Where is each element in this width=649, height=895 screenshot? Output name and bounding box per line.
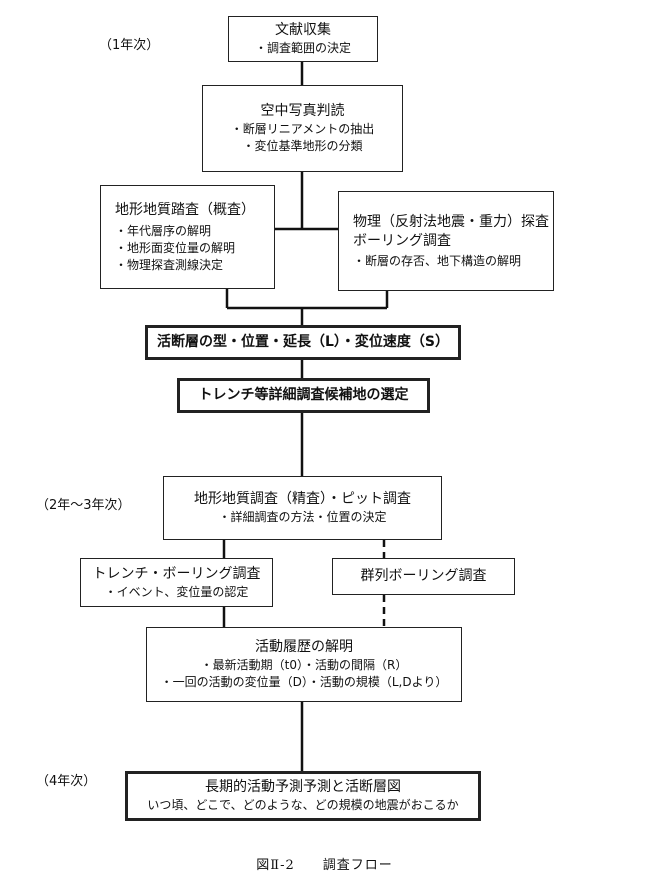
box-group-boring-title: 群列ボーリング調査 xyxy=(360,568,487,584)
box-trench-boring-title: トレンチ・ボーリング調査 xyxy=(92,565,261,582)
box-aerial-title: 空中写真判読 xyxy=(260,103,345,119)
box-aerial-line-2: ・変位基準地形の分類 xyxy=(242,139,363,153)
year-label-1: （1年次） xyxy=(99,38,160,53)
box-geo-survey-line-3: ・物理探査測線決定 xyxy=(115,257,224,272)
box-geo-survey-title: 地形地質踏査（概査） xyxy=(115,201,255,218)
box-long-term-prediction: 長期的活動予測予測と活断層図 いつ頃、どこで、どのような、どの規模の地震がおこる… xyxy=(125,771,481,821)
box-prediction-title: 長期的活動予測予測と活断層図 xyxy=(205,779,401,795)
box-geo-survey-line-1: ・年代層序の解明 xyxy=(115,223,212,238)
year-label-4: （4年次） xyxy=(36,774,97,789)
box-geo-survey-line-2: ・地形面変位量の解明 xyxy=(115,240,236,255)
box-physical-survey: 物理（反射法地震・重力）探査 ボーリング調査 ・断層の存否、地下構造の解明 xyxy=(338,191,554,291)
box-aerial-line-1: ・断層リニアメントの抽出 xyxy=(230,122,375,136)
box-prediction-line-1: いつ頃、どこで、どのような、どの規模の地震がおこるか xyxy=(147,798,459,812)
box-physical-title: 物理（反射法地震・重力）探査 xyxy=(353,213,549,230)
box-literature-title: 文献収集 xyxy=(275,22,331,38)
box-detailed-line-1: ・詳細調査の方法・位置の決定 xyxy=(218,510,387,524)
year-label-2-3: （2年〜3年次） xyxy=(36,498,131,513)
box-trench-boring: トレンチ・ボーリング調査 ・イベント、変位量の認定 xyxy=(80,558,273,607)
box-detailed-survey: 地形地質調査（精査）・ピット調査 ・詳細調査の方法・位置の決定 xyxy=(163,476,442,540)
box-detailed-title: 地形地質調査（精査）・ピット調査 xyxy=(194,491,411,507)
box-group-boring: 群列ボーリング調査 xyxy=(332,558,515,595)
box-physical-title-2: ボーリング調査 xyxy=(353,232,451,249)
box-history-line-2: ・一回の活動の変位量（D）・活動の規模（L,Dより） xyxy=(160,675,448,689)
box-aerial-photo: 空中写真判読 ・断層リニアメントの抽出 ・変位基準地形の分類 xyxy=(202,85,403,172)
box-activity-history: 活動履歴の解明 ・最新活動期（t0）・活動の間隔（R） ・一回の活動の変位量（D… xyxy=(146,627,462,702)
figure-caption: 図Ⅱ-2 調査フロー xyxy=(256,858,393,873)
box-history-title: 活動履歴の解明 xyxy=(255,639,353,655)
box-fault-parameters-title: 活断層の型・位置・延長（L）・変位速度（S） xyxy=(156,334,449,350)
box-physical-line-1: ・断層の存否、地下構造の解明 xyxy=(353,253,522,268)
box-geo-survey: 地形地質踏査（概査） ・年代層序の解明 ・地形面変位量の解明 ・物理探査測線決定 xyxy=(100,185,275,289)
box-fault-parameters: 活断層の型・位置・延長（L）・変位速度（S） xyxy=(145,325,461,360)
box-trench-site-selection: トレンチ等詳細調査候補地の選定 xyxy=(177,378,430,413)
box-trench-site-selection-title: トレンチ等詳細調査候補地の選定 xyxy=(198,387,409,403)
box-trench-boring-line-1: ・イベント、変位量の認定 xyxy=(104,584,249,599)
box-literature: 文献収集 ・調査範囲の決定 xyxy=(228,16,378,62)
box-history-line-1: ・最新活動期（t0）・活動の間隔（R） xyxy=(200,658,408,672)
box-literature-line: ・調査範囲の決定 xyxy=(254,41,351,55)
